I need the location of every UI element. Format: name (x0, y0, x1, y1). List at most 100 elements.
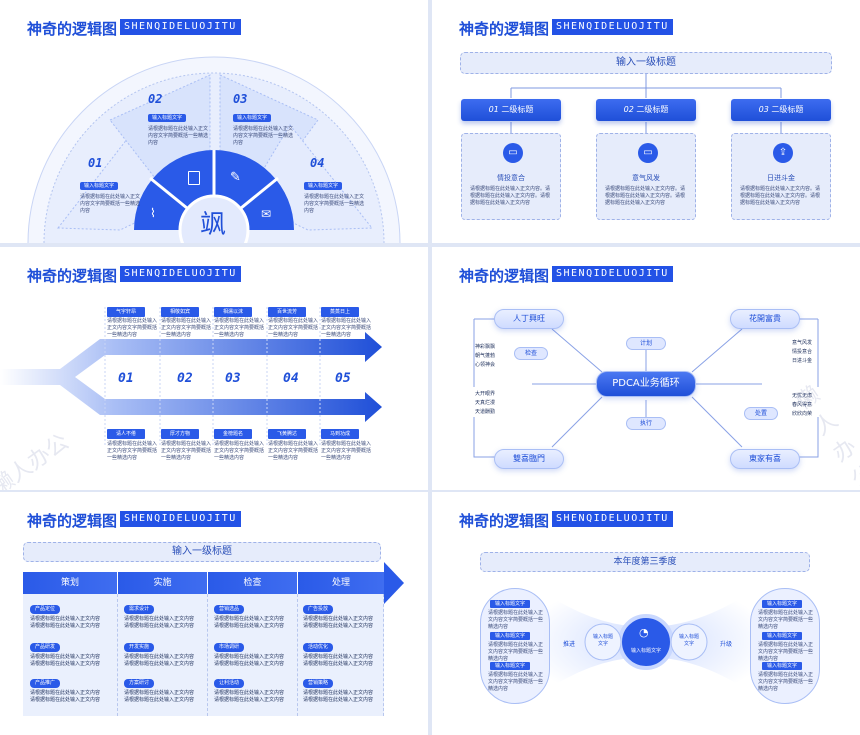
bottom-desc-01: 请根据标题在此处输入正文内容文字简要概括一些精选内容 (107, 441, 158, 461)
card-desc: 请根据标题在此处输入正文内容。请根据标题在此处输入正文内容。请根据标题在此处输入… (605, 186, 686, 206)
item-tag: 广告投放 (303, 605, 334, 614)
top-desc-01: 请根据标题在此处输入正文内容文字简要概括一些精选内容 (107, 318, 158, 338)
slide-fan-diagram[interactable]: 神奇的逻辑图 SHENQIDELUOJITU 飒 ⌇ ✎ ✉ 01 输入标题文字… (0, 0, 428, 243)
card-03: ⇪ 日进斗金 请根据标题在此处输入正文内容。请根据标题在此处输入正文内容。请根据… (731, 133, 831, 220)
top-tag-01: 气宇轩昂 (107, 307, 145, 317)
bottom-tag-03: 金榜题名 (214, 429, 252, 439)
item-desc: 请根据标题在此处输入正文内容请根据标题在此处输入正文内容 (214, 690, 285, 703)
step-num-04: 04 (283, 371, 299, 386)
card-title: 日进斗金 (767, 174, 795, 182)
sub-title-01: 01 二级标题 (461, 99, 561, 121)
slide-title: 神奇的逻辑图 (27, 267, 118, 285)
fan-diagram (27, 56, 401, 243)
right-tag-01: 输入标题文字 (762, 600, 803, 608)
bottom-tag-04: 飞黄腾达 (268, 429, 306, 439)
slide-title: 神奇的逻辑图 (459, 267, 550, 285)
segment-num-02: 02 (148, 92, 163, 106)
paperclip-icon: ⌇ (150, 206, 156, 220)
calculator-icon (188, 171, 200, 185)
top-level-bar: 本年度第三季度 (480, 552, 810, 572)
item-tag: 营销策略 (303, 679, 334, 688)
list-right-top: 意气风发情投意合日进斗金 (792, 340, 813, 364)
list-left-bottom: 大开眼界天真烂漫天道酬勤 (475, 391, 496, 415)
segment-tag-04: 输入标题文字 (304, 182, 343, 190)
column-body (23, 594, 118, 716)
bottom-tag-02: 厚才方物 (161, 429, 199, 439)
item-tag: 营销选品 (214, 605, 245, 614)
top-tag-05: 蒸蒸日上 (321, 307, 359, 317)
mail-icon: ✉ (261, 207, 272, 221)
left-tag-02: 输入标题文字 (490, 632, 531, 640)
center-label: 输入标题文字 (630, 648, 661, 654)
top-desc-02: 请根据标题在此处输入正文内容文字简要概括一些精选内容 (161, 318, 212, 338)
item-desc: 请根据标题在此处输入正文内容请根据标题在此处输入正文内容 (30, 616, 101, 629)
item-desc: 请根据标题在此处输入正文内容请根据标题在此处输入正文内容 (303, 654, 374, 667)
item-desc: 请根据标题在此处输入正文内容请根据标题在此处输入正文内容 (30, 654, 101, 667)
item-tag: 产品推广 (30, 679, 61, 688)
top-desc-04: 请根据标题在此处输入正文内容文字简要概括一些精选内容 (268, 318, 319, 338)
segment-num-03: 03 (233, 92, 248, 106)
column-head-plan: 策划 (23, 572, 117, 594)
segment-tag-03: 输入标题文字 (233, 114, 272, 122)
top-level-bar: 输入一级标题 (460, 52, 832, 74)
column-body (118, 594, 208, 716)
top-tag-04: 百世流芳 (268, 307, 306, 317)
slide-quarter-focus[interactable]: 神奇的逻辑图 SHENQIDELUOJITU 本年度第三季度 ◔ 输入标题文字 … (432, 492, 860, 735)
slide-arrow-timeline[interactable]: 神奇的逻辑图 SHENQIDELUOJITU 01 02 03 04 05 气宇… (0, 247, 428, 490)
left-word: 推进 (563, 641, 576, 648)
item-tag: 方案研讨 (124, 679, 155, 688)
right-desc-03: 请根据标题在此处输入正文内容文字简要概括一些精选内容 (758, 672, 814, 692)
column-head-check: 检查 (208, 572, 297, 594)
top-tag-02: 相敬如宾 (161, 307, 199, 317)
step-num-01: 01 (118, 371, 134, 386)
right-mid-label: 输入标题文字 (678, 634, 699, 647)
left-desc-03: 请根据标题在此处输入正文内容文字简要概括一些精选内容 (488, 672, 544, 692)
sub-title-03: 03 二级标题 (731, 99, 831, 121)
segment-desc-04: 请根据标题在此处输入正文内容文字简要概括一些精选内容 (304, 194, 365, 214)
slide-title: 神奇的逻辑图 (459, 20, 550, 38)
column-head-handle: 处理 (298, 572, 384, 594)
corner-node-top-left: 人丁興旺 (494, 309, 564, 329)
slide-subtitle: SHENQIDELUOJITU (552, 266, 673, 282)
slide-process-table[interactable]: 神奇的逻辑图 SHENQIDELUOJITU 输入一级标题 策划 实施 检查 处… (0, 492, 428, 735)
slide-subtitle: SHENQIDELUOJITU (120, 266, 241, 282)
left-mid-label: 输入标题文字 (592, 634, 613, 647)
item-tag: 让利活动 (214, 679, 245, 688)
bottom-desc-03: 请根据标题在此处输入正文内容文字简要概括一些精选内容 (214, 441, 265, 461)
right-tag-03: 输入标题文字 (762, 662, 803, 670)
bottom-desc-02: 请根据标题在此处输入正文内容文字简要概括一些精选内容 (161, 441, 212, 461)
connector-lines (510, 74, 782, 133)
step-num-02: 02 (177, 371, 193, 386)
left-desc-02: 请根据标题在此处输入正文内容文字简要概括一些精选内容 (488, 642, 544, 662)
slide-title: 神奇的逻辑图 (459, 512, 550, 530)
process-arrow (384, 562, 404, 604)
top-desc-03: 请根据标题在此处输入正文内容文字简要概括一些精选内容 (214, 318, 265, 338)
node-plan: 计划 (626, 337, 666, 350)
item-desc: 请根据标题在此处输入正文内容请根据标题在此处输入正文内容 (124, 690, 195, 703)
item-tag: 开发实施 (124, 643, 155, 652)
node-check: 检查 (514, 347, 548, 360)
slide-hierarchy[interactable]: 神奇的逻辑图 SHENQIDELUOJITU 输入一级标题 01 二级标题 02… (432, 0, 860, 243)
center-char: 飒 (200, 210, 227, 240)
left-desc-01: 请根据标题在此处输入正文内容文字简要概括一些精选内容 (488, 610, 544, 630)
left-tag-01: 输入标题文字 (490, 600, 531, 608)
item-desc: 请根据标题在此处输入正文内容请根据标题在此处输入正文内容 (124, 654, 195, 667)
segment-tag-01: 输入标题文字 (80, 182, 119, 190)
right-desc-01: 请根据标题在此处输入正文内容文字简要概括一些精选内容 (758, 610, 814, 630)
segment-desc-01: 请根据标题在此处输入正文内容文字简要概括一些精选内容 (80, 194, 141, 214)
list-left-top: 神彩飘飘朝气蓬勃心领神会 (475, 344, 496, 368)
bottom-desc-05: 请根据标题在此处输入正文内容文字简要概括一些精选内容 (321, 441, 372, 461)
slide-pdca-cycle[interactable]: 神奇的逻辑图 SHENQIDELUOJITU 人丁興旺 花開富貴 雙喜臨門 東家… (432, 247, 860, 490)
bottom-desc-04: 请根据标题在此处输入正文内容文字简要概括一些精选内容 (268, 441, 319, 461)
chart-icon: ◔ (639, 626, 649, 639)
column-body (208, 594, 298, 716)
list-right-bottom: 无忧无虑春风得意欣欣向荣 (792, 393, 813, 417)
sub-title-02: 02 二级标题 (596, 99, 696, 121)
item-desc: 请根据标题在此处输入正文内容请根据标题在此处输入正文内容 (214, 654, 285, 667)
slide-subtitle: SHENQIDELUOJITU (120, 19, 241, 35)
item-tag: 活动优化 (303, 643, 334, 652)
item-tag: 产品定位 (30, 605, 61, 614)
item-desc: 请根据标题在此处输入正文内容请根据标题在此处输入正文内容 (30, 690, 101, 703)
segment-desc-03: 请根据标题在此处输入正文内容文字简要概括一些精选内容 (233, 126, 294, 146)
column-body (298, 594, 384, 716)
